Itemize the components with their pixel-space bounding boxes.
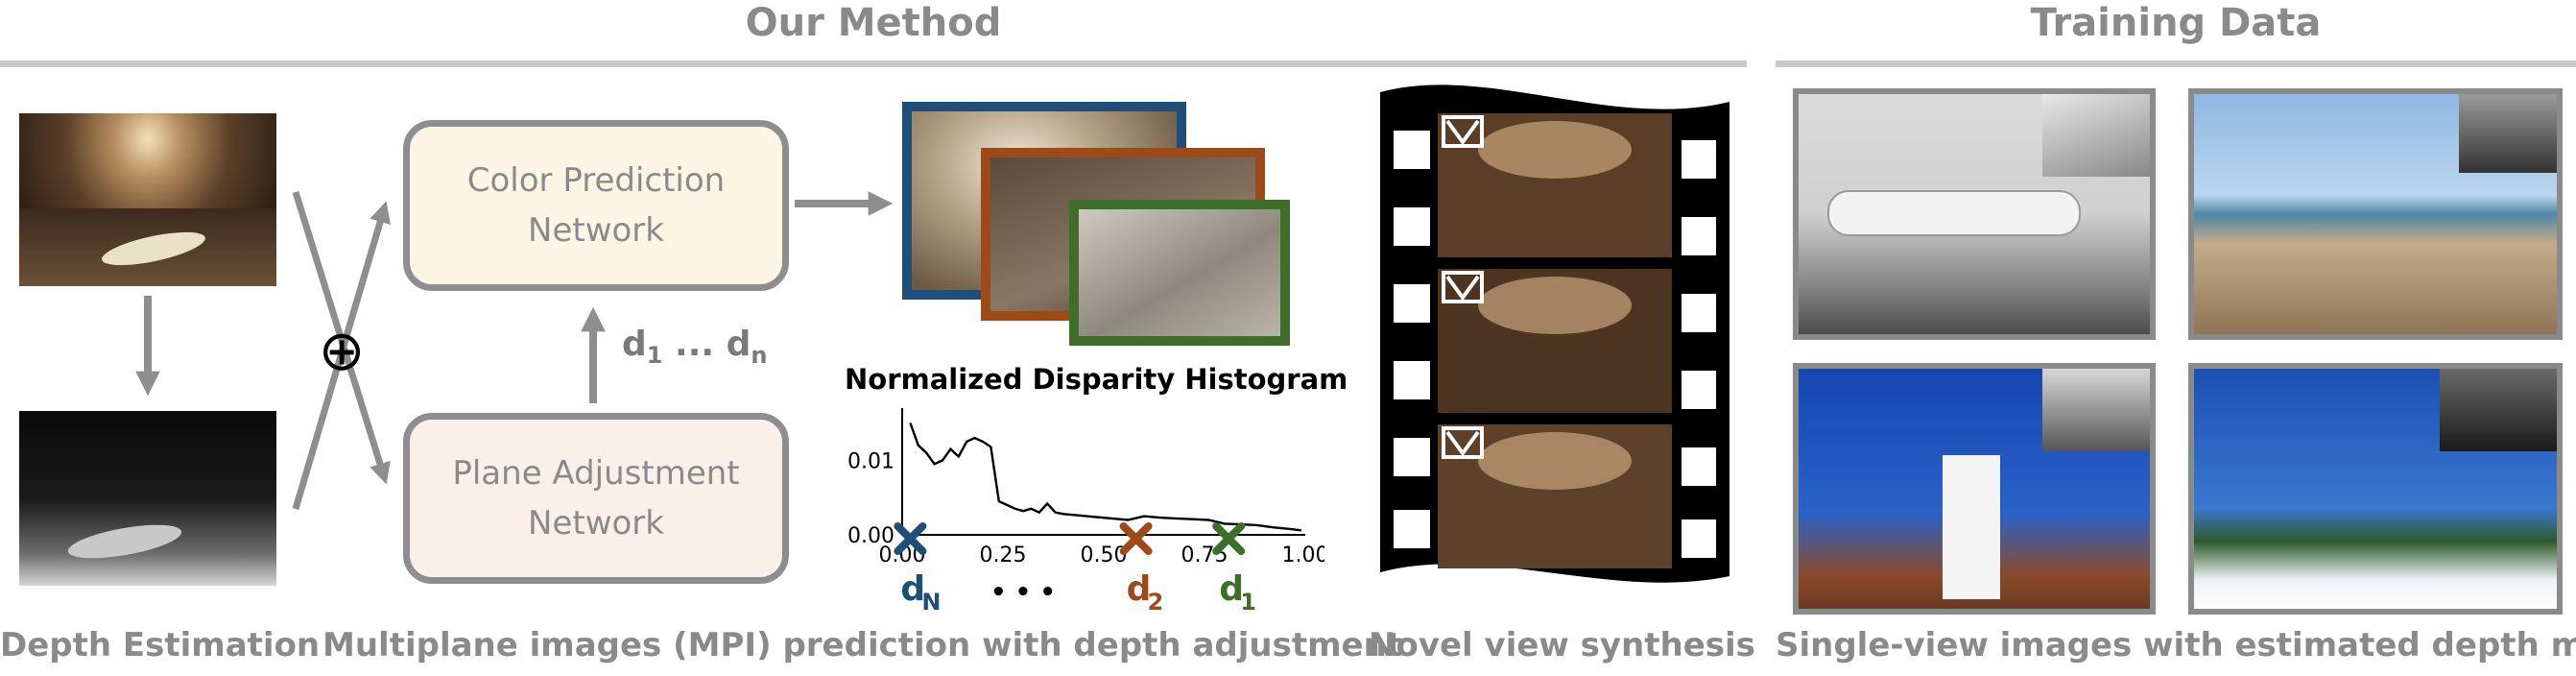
depth-range-sub-first: 1 xyxy=(646,342,663,370)
depth-range-d1: d xyxy=(622,325,647,364)
rule-our-method xyxy=(0,60,1747,67)
cross-line-a xyxy=(292,190,391,485)
fusion-symbol: ⊕ xyxy=(318,318,366,383)
caption-single-view: Single-view images with estimated depth … xyxy=(1776,626,2576,664)
header-training-data: Training Data xyxy=(2030,1,2322,45)
histogram-x-tick: 0.50 xyxy=(1081,543,1128,567)
histogram-marker-sub: 1 xyxy=(1240,589,1256,616)
histogram-title: Normalized Disparity Histogram xyxy=(845,363,1348,396)
training-image-skier xyxy=(2188,363,2563,615)
rule-training-data xyxy=(1776,60,2576,67)
histogram-marker xyxy=(1119,522,1153,555)
color-net-line2: Network xyxy=(528,211,664,250)
caption-mpi-prediction: Multiplane images (MPI) prediction with … xyxy=(322,626,1403,664)
skier-depth-inset xyxy=(2440,369,2557,451)
histogram-series-line xyxy=(909,422,1301,532)
depth-range-ellipsis: ... xyxy=(675,325,715,364)
depth-range-label: d1 ... dn xyxy=(622,325,767,369)
depth-range-sub-last: n xyxy=(751,342,768,370)
histogram-marker xyxy=(1212,522,1246,555)
tower-depth-inset xyxy=(2042,369,2150,451)
histogram-marker-label: d xyxy=(1219,569,1244,609)
histogram-marker-label: d xyxy=(900,569,925,609)
training-image-tower xyxy=(1793,363,2156,615)
film-right-holes xyxy=(1682,140,1716,558)
tower-shape xyxy=(1943,455,2000,599)
film-view-icons xyxy=(1442,115,1484,459)
horses-depth-inset xyxy=(2459,94,2557,173)
input-image xyxy=(19,113,276,286)
depth-map-image xyxy=(19,411,276,586)
caption-novel-view: Novel view synthesis xyxy=(1369,626,1755,664)
histogram-marker-sub: 2 xyxy=(1148,589,1164,616)
histogram-marker-sub: N xyxy=(921,589,941,616)
histogram-marker-label: d xyxy=(1127,569,1152,609)
histogram-x-tick: 1.00 xyxy=(1282,543,1324,567)
caption-depth-estimation: Depth Estimation xyxy=(0,626,321,664)
color-prediction-network: Color Prediction Network xyxy=(403,120,789,291)
airplane-depth-inset xyxy=(2042,94,2150,177)
training-image-airplane xyxy=(1793,88,2156,340)
airplane-body xyxy=(1827,190,2081,236)
histogram-marker-ellipsis: • • • xyxy=(990,578,1056,607)
training-image-horses xyxy=(2188,88,2563,340)
color-net-line1: Color Prediction xyxy=(466,161,726,200)
depth-range-dn: d xyxy=(726,325,751,364)
histogram-y-tick: 0.00 xyxy=(847,524,894,548)
header-our-method: Our Method xyxy=(745,1,1002,45)
cross-line-b xyxy=(292,201,391,510)
film-strip xyxy=(1380,84,1729,583)
plane-net-line1: Plane Adjustment xyxy=(452,454,740,493)
film-left-holes xyxy=(1394,131,1430,548)
film-frames xyxy=(1438,113,1672,568)
mpi-plane-green xyxy=(1069,200,1290,346)
plane-net-line2: Network xyxy=(528,504,664,543)
plane-adjustment-network: Plane Adjustment Network xyxy=(403,413,789,584)
histogram-x-tick: 0.25 xyxy=(980,543,1027,567)
histogram-y-tick: 0.01 xyxy=(847,449,894,473)
histogram-marker xyxy=(894,522,927,555)
